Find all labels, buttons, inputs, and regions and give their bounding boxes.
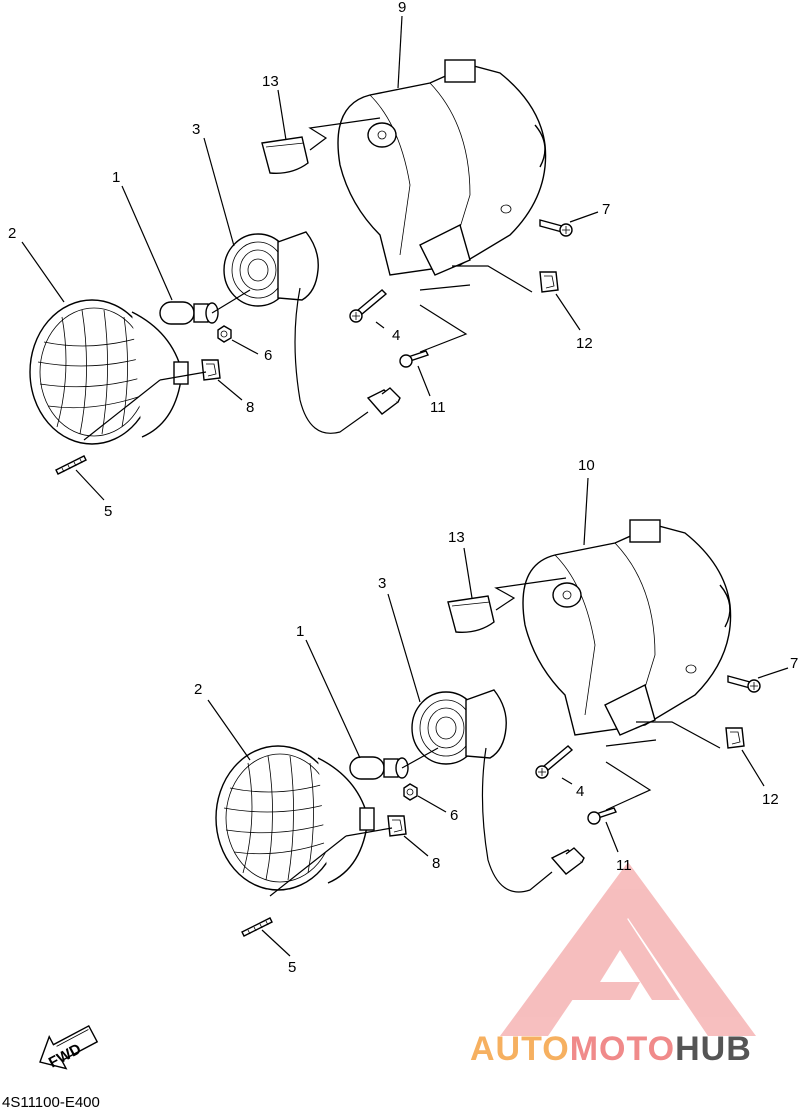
housing-10 [522,519,732,736]
nut-6-bottom [403,783,418,801]
callouts-bottom: 10 13 3 1 2 7 12 4 6 8 11 5 [194,457,798,976]
callout-top-9: 9 [398,0,406,16]
watermark-moto: MOTO [569,1030,676,1068]
callout-top-11: 11 [430,399,446,416]
callout-top-6: 6 [264,347,272,364]
top-assembly [21,15,599,501]
reflector-13 [261,136,309,174]
screw-7 [539,219,573,237]
callout-top-2: 2 [8,225,16,242]
connector [367,387,401,415]
callout-top-4: 4 [392,327,400,344]
screw-11-bottom [587,807,617,825]
clip-8 [201,359,221,381]
watermark-hub: HUB [675,1030,752,1068]
diagram-code: 4S11100-E400 [2,1094,100,1111]
screw-4-bottom [535,745,573,779]
bulb-1 [159,301,219,325]
callout-top-1: 1 [112,169,120,186]
callout-bottom-1: 1 [296,623,304,640]
callout-top-3: 3 [192,121,200,138]
screw-4 [349,289,387,323]
bottom-assembly [207,477,789,957]
callout-bottom-12: 12 [762,791,779,808]
watermark-text: AUTOMOTOHUB [470,1030,752,1069]
screw-5 [55,455,87,475]
callout-bottom-13: 13 [448,529,465,546]
callout-bottom-3: 3 [378,575,386,592]
clip-12-bottom [725,727,745,749]
callout-bottom-8: 8 [432,855,440,872]
bulb-1-bottom [349,756,409,780]
connector-bottom [551,847,585,875]
screw-7-bottom [727,675,761,693]
callout-top-8: 8 [246,399,254,416]
screw-11 [399,350,429,368]
callout-bottom-6: 6 [450,807,458,824]
socket-3 [223,231,319,307]
clip-8-bottom [387,815,407,837]
socket-3-bottom [411,689,507,765]
callout-bottom-2: 2 [194,681,202,698]
housing-9 [337,59,547,276]
callout-top-7: 7 [602,201,610,218]
watermark-auto: AUTO [470,1030,570,1068]
callout-bottom-4: 4 [576,783,584,800]
callout-top-13: 13 [262,73,279,90]
screw-5-bottom [241,917,273,937]
nut-6 [217,325,232,343]
callout-bottom-11: 11 [616,857,632,874]
callout-bottom-10: 10 [578,457,595,474]
callout-bottom-7: 7 [790,655,798,672]
reflector-13-bottom [447,595,495,633]
watermark-logo [500,862,756,1036]
forward-arrow [39,1024,99,1070]
callout-top-5: 5 [104,503,112,520]
callout-top-12: 12 [576,335,593,352]
callout-bottom-5: 5 [288,959,296,976]
clip-12 [539,271,559,293]
callouts-top: 9 13 3 1 2 7 12 4 6 8 11 5 [8,0,610,520]
